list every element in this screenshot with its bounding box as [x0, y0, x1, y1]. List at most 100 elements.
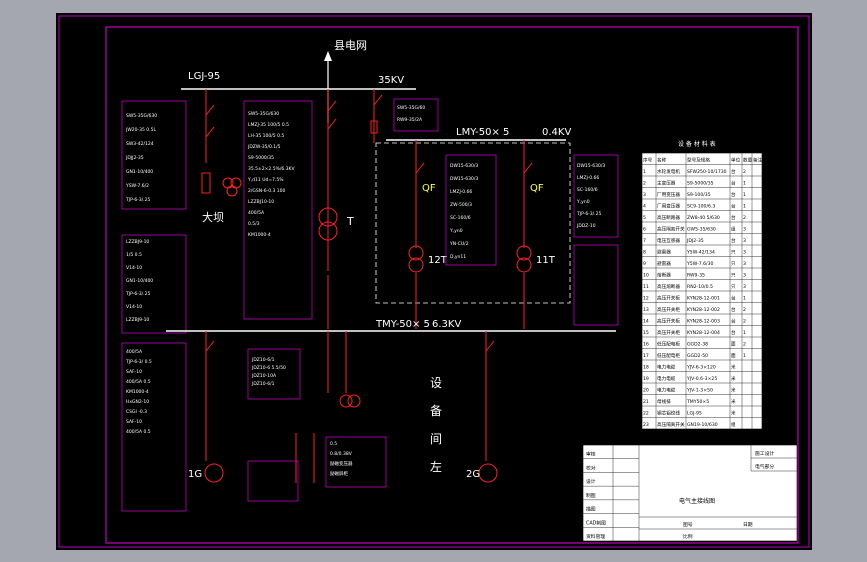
table-cell: 1 [743, 353, 746, 359]
generator-1-label: 1G [188, 469, 202, 480]
note-text: LZZBJ10-10 [248, 199, 274, 205]
generator-2-label: 2G [466, 469, 480, 480]
lv-area [375, 142, 571, 304]
table-cell: 台 [731, 295, 736, 302]
table-cell: 1 [743, 204, 746, 210]
note-text: KM1000-4 [126, 389, 149, 395]
table-cell: JDJ2-35 [686, 238, 704, 244]
note-text: JDJJ2-35 [125, 155, 144, 161]
table-cell: 低压配电柜 [657, 352, 680, 359]
note-text: JDZ10-10A [251, 373, 277, 379]
table-header: 备注 [753, 157, 763, 164]
note-text: LZZBJ9-10 [126, 239, 149, 245]
table-cell: 只 [731, 250, 736, 256]
note-text: ZW-500/3 [450, 202, 472, 208]
outer-frame [58, 15, 810, 548]
table-cell: 钢芯铝绞线 [657, 410, 680, 417]
note-text: CSGI -0.3 [126, 409, 147, 415]
room-char: 左 [430, 459, 442, 474]
note-text: SW5-35G/60 [397, 105, 425, 111]
table-cell: 台 [731, 214, 736, 221]
note-text: SAF-10 [126, 369, 142, 375]
title-block-label: 图号 [683, 522, 693, 528]
table-cell: 电力电缆 [657, 375, 676, 382]
table-cell: GGD2-50 [687, 353, 708, 359]
table-cell: 8 [643, 250, 646, 256]
table-cell: 3 [743, 227, 746, 233]
table-cell: 台 [731, 168, 736, 175]
note-text: LMZJ-0.66 [577, 175, 599, 181]
table-cell: YJV-1-3×50 [686, 388, 713, 394]
title-block-label: 比例 [683, 533, 693, 540]
note-text: HxGN2-10 [126, 399, 149, 405]
bus-lv-label: LMY-50× 5 [456, 127, 509, 138]
title-block-label: 资料管理 [586, 533, 605, 540]
table-cell: 16 [643, 342, 649, 348]
table-cell: 避雷器 [657, 260, 671, 267]
table-cell: 台 [731, 191, 736, 198]
title-block-label: 制图 [586, 492, 596, 499]
table-cell: 14 [643, 319, 649, 325]
note-text: S9-5000/35 [248, 155, 274, 161]
table-cell: LGJ-95 [687, 411, 702, 417]
table-cell: 2 [743, 215, 746, 221]
table-cell: 3 [743, 261, 746, 267]
note-text: DW15-630/3 [577, 163, 605, 169]
breaker-qf-2: QF [530, 183, 544, 194]
table-cell: 只 [731, 273, 736, 279]
title-block-label: 描图 [586, 506, 596, 513]
note-text: Y,d11 Ud=7.5% [247, 177, 284, 183]
table-cell: 10 [643, 273, 649, 279]
table-header: 序号 [643, 157, 653, 164]
note-text: 400/5A 0.5 [126, 429, 151, 435]
table-cell: RW9-35 [687, 273, 705, 279]
note-text: TJP-6-3/ 0.5 [125, 359, 152, 365]
note-text: D,yn11 [450, 254, 466, 260]
table-cell: 母线排 [657, 398, 671, 405]
table-cell: 高压开关柜 [657, 306, 680, 313]
table-cell: 米 [731, 364, 736, 371]
table-cell: 只 [731, 284, 736, 290]
note-text: Y,yn0 [576, 199, 590, 205]
transformer-12t-label: 12T [428, 255, 448, 266]
table-cell: 米 [731, 398, 736, 405]
table-cell: 4 [643, 204, 646, 210]
note-text: LMZJ-35 100/5 0.5 [248, 122, 289, 128]
table-cell: 厂用变压器 [657, 203, 680, 210]
table-cell: 台 [731, 180, 736, 187]
table-cell: 1 [743, 296, 746, 302]
table-cell: 台 [731, 329, 736, 336]
table-cell: 2 [743, 169, 746, 175]
table-cell: 18 [643, 365, 649, 371]
table-cell: KYN28-12-004 [687, 330, 720, 336]
note-text: DW15-630/3 [450, 163, 478, 169]
table-cell: Y5W-42/134 [686, 250, 715, 256]
note-text: 励磁变压器 [330, 460, 353, 467]
note-text: DW15-630/3 [450, 176, 478, 182]
table-cell: 米 [731, 410, 736, 417]
table-cell: 组 [731, 226, 736, 233]
note-text: 1/5 0.5 [126, 252, 142, 258]
table-cell: GW5-35/630 [687, 227, 716, 233]
note-text: 35.5±2×2.5%/6.3KV [248, 166, 295, 172]
table-cell: 高压开关柜 [657, 318, 680, 325]
table-cell: S9-100/35 [687, 192, 711, 198]
voltage-lv-label: 0.4KV [542, 127, 571, 138]
note-text: 励磁屏柜 [330, 470, 348, 477]
table-cell: 电压互感器 [657, 237, 680, 244]
title-block-label: 电气部分 [755, 463, 774, 470]
table-cell: 3 [643, 192, 646, 198]
voltage-hv-label: 35KV [378, 75, 404, 86]
inner-frame [105, 26, 799, 544]
note-text: V14-10 [126, 304, 142, 310]
table-cell: 台 [731, 203, 736, 210]
note-text: TJP-6-3/.25 [125, 197, 150, 203]
table-cell: TMY50×5 [686, 399, 709, 405]
table-cell: 3 [743, 273, 746, 279]
table-cell: 21 [643, 399, 649, 405]
table-cell: 6 [643, 227, 646, 233]
note-text: SC-160/6 [450, 215, 471, 221]
note-text: GN1-10/400 [126, 278, 153, 284]
